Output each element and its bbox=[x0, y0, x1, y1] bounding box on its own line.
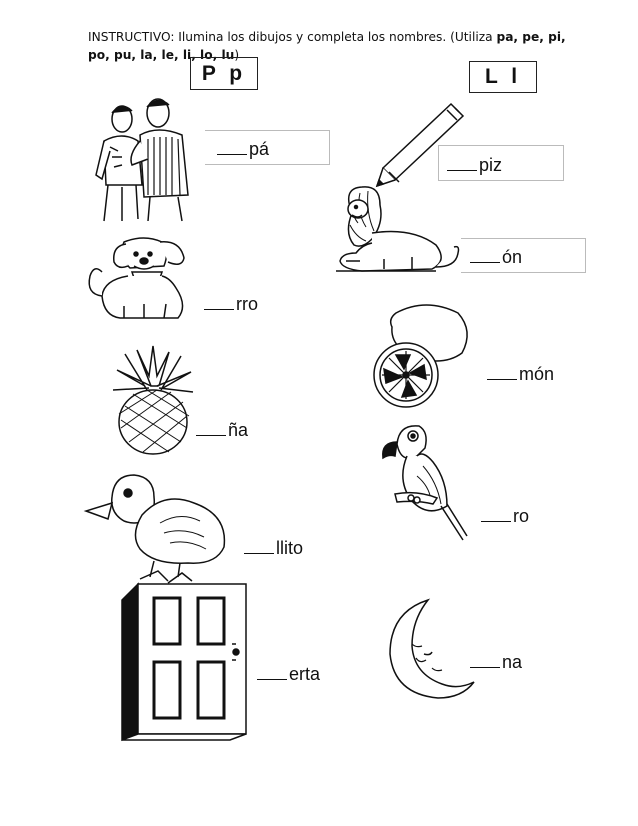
word-leon[interactable]: ón bbox=[470, 247, 522, 268]
word-pina-text: ña bbox=[228, 420, 249, 440]
word-lapiz[interactable]: piz bbox=[447, 155, 502, 176]
pencil-icon bbox=[373, 100, 468, 190]
instructions-suffix: ) bbox=[234, 48, 240, 62]
p-letter-box: P p bbox=[190, 57, 258, 90]
moon-icon bbox=[386, 598, 478, 702]
word-puerta-text: erta bbox=[289, 664, 321, 684]
word-frame bbox=[461, 238, 586, 273]
two-men-icon bbox=[92, 95, 194, 223]
word-pollito[interactable]: llito bbox=[244, 538, 303, 559]
word-pina[interactable]: ña bbox=[196, 420, 248, 441]
word-leon-text: ón bbox=[502, 247, 523, 267]
word-pollito-text: llito bbox=[276, 538, 304, 558]
chick-icon bbox=[84, 467, 240, 585]
door-icon bbox=[118, 580, 250, 742]
dog-icon bbox=[84, 236, 202, 326]
instructions-syllables: pa, pe, pi, po, pu, la, le, li, lo, lu bbox=[88, 30, 566, 62]
word-limon[interactable]: món bbox=[487, 364, 554, 385]
word-papa-text: pá bbox=[249, 139, 270, 159]
word-lapiz-text: piz bbox=[479, 155, 503, 175]
word-luna-text: na bbox=[502, 652, 523, 672]
pineapple-icon bbox=[107, 346, 197, 456]
word-luna[interactable]: na bbox=[470, 652, 522, 673]
instructions-prefix: INSTRUCTIVO: Ilumina los dibujos y compl… bbox=[88, 30, 497, 44]
word-loro[interactable]: ro bbox=[481, 506, 529, 527]
lion-icon bbox=[336, 183, 464, 288]
word-perro[interactable]: rro bbox=[204, 294, 258, 315]
lemon-icon bbox=[366, 299, 472, 409]
word-puerta[interactable]: erta bbox=[257, 664, 320, 685]
word-papa[interactable]: pá bbox=[217, 139, 269, 160]
parrot-icon bbox=[377, 420, 471, 542]
word-limon-text: món bbox=[519, 364, 555, 384]
word-loro-text: ro bbox=[513, 506, 530, 526]
instructions: INSTRUCTIVO: Ilumina los dibujos y compl… bbox=[88, 28, 583, 64]
word-frame bbox=[205, 130, 330, 165]
l-letter-box: L l bbox=[469, 61, 537, 93]
word-frame bbox=[438, 145, 564, 181]
word-perro-text: rro bbox=[236, 294, 258, 314]
